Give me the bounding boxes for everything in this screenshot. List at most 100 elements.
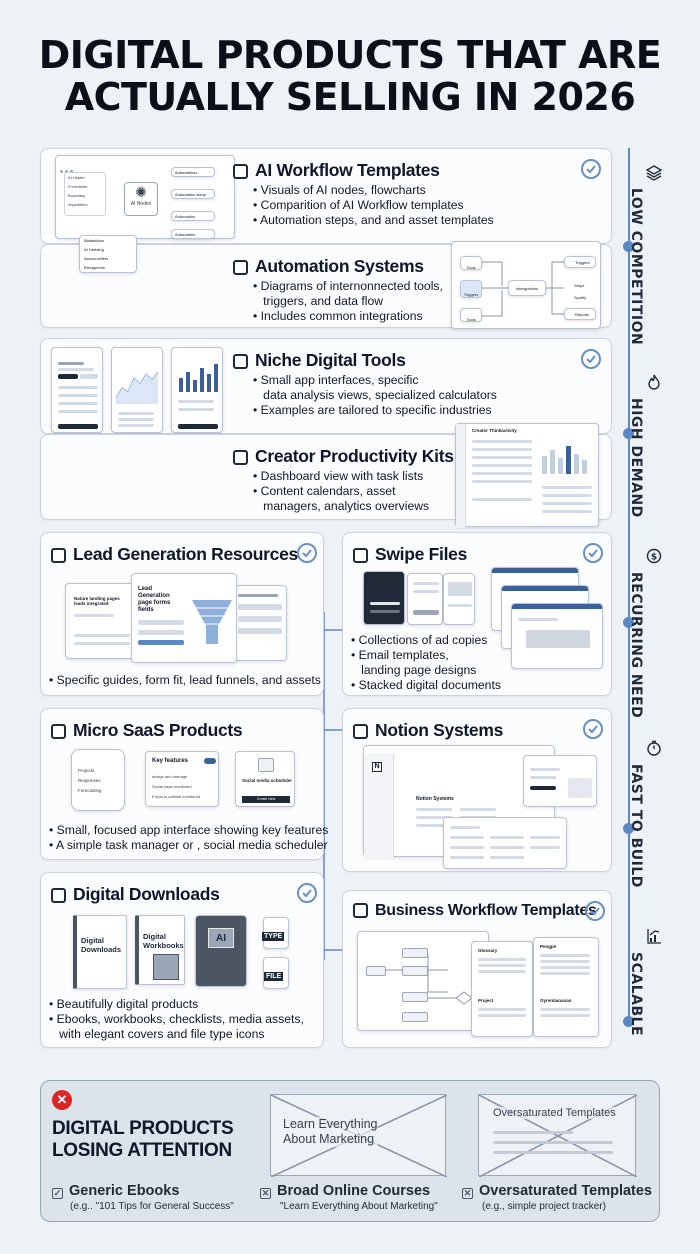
ebook-cover: Digital Downloads [73, 915, 127, 989]
ai-right-nodes: Automations Automation steup Automation … [169, 159, 215, 239]
losing-attention-title: DIGITAL PRODUCTS LOSING ATTENTION [52, 1118, 234, 1161]
card-title: Business Workflow Templates [353, 902, 597, 920]
type-file-icon: TYPE [262, 917, 289, 949]
card-ai-workflow-templates[interactable]: AI Hidder Formutider Boundary Impedittio… [40, 148, 612, 273]
checkbox[interactable] [233, 449, 248, 465]
card-title: Lead Generation Resources [51, 544, 298, 565]
glossary-panel-mockup: Glossary Project [471, 941, 533, 1037]
card-title: Micro SaaS Products [51, 720, 243, 741]
bullet-list: • Specific guides, form fit, lead funnel… [49, 673, 321, 687]
checkbox[interactable] [353, 903, 368, 919]
flame-icon [648, 374, 660, 390]
losing-item-sub: "Learn Everything About Marketing" [280, 1201, 438, 1212]
ai-left-list: AI Hidder Formutider Boundary Impedittio… [64, 172, 106, 216]
notion-table-mockup [443, 817, 567, 869]
calculator-mockup [171, 347, 223, 433]
phone-app-mockup [51, 347, 103, 433]
cross-square-icon: ✕ [260, 1188, 271, 1199]
checkbox[interactable] [233, 259, 248, 275]
bullet-list: • Dashboard view with task lists • Conte… [253, 469, 430, 513]
email-template-mockup [407, 573, 443, 625]
checkbox[interactable] [233, 163, 248, 179]
analysis-chart-mockup [111, 347, 163, 433]
timeline-rail [628, 148, 630, 1024]
layers-icon [646, 165, 662, 181]
card-title: AI Workflow Templates [233, 160, 440, 181]
scheduler-mockup: Social media scheduler Create New [235, 751, 295, 807]
ai-node: ✺ AI Nodes [124, 182, 158, 216]
automation-diagram-mockup: Tools Triggers Tools Intergrations Trigg… [451, 241, 601, 329]
checkbox[interactable] [353, 723, 368, 739]
check-circle-icon [297, 543, 317, 563]
svg-text:$: $ [651, 553, 657, 563]
checkbox[interactable] [51, 723, 66, 739]
growth-chart-icon [647, 929, 661, 944]
recurring-dollar-icon: $ [646, 548, 662, 564]
lead-form-mockup: Lead Generation page forms fields [131, 573, 237, 663]
check-circle-icon [583, 719, 603, 739]
bullet-list: • Diagrams of internonnected tools, trig… [253, 279, 443, 323]
card-title: Swipe Files [353, 544, 467, 565]
card-title: Automation Systems [233, 256, 424, 277]
rail-dot [623, 241, 634, 252]
landing-page-mockup: Nature landing pages leads integrated [65, 583, 139, 659]
card-lead-generation-resources[interactable]: Lead Generation Resources Nature landing… [40, 532, 324, 696]
card-business-workflow-templates[interactable]: Business Workflow Templates Glossary Pro… [342, 890, 612, 1048]
page-title: DIGITAL PRODUCTS THAT ARE ACTUALLY SELLI… [0, 34, 700, 118]
check-circle-icon [581, 349, 601, 369]
workbook-cover: Digital Workbooks [135, 915, 185, 985]
checkbox[interactable] [51, 547, 66, 563]
cross-square-icon: ✕ [462, 1188, 473, 1199]
rail-dot [623, 428, 634, 439]
losing-item-broad-courses: ✕Broad Online Courses [260, 1183, 431, 1199]
card-micro-saas-products[interactable]: Micro SaaS Products Projects Responses F… [40, 708, 328, 860]
card-creator-productivity-kits[interactable]: Creator Productivity Kits • Dashboard vi… [40, 423, 612, 528]
card-swipe-files[interactable]: Swipe Files • Collections of ad copies •… [342, 532, 612, 696]
checkbox[interactable] [233, 353, 248, 369]
phone-mockup: Projects Responses Forecasting [71, 749, 125, 811]
key-features-mockup: Key features design and manage Social ka… [145, 751, 219, 807]
card-title: Niche Digital Tools [233, 350, 406, 371]
card-title: Digital Downloads [51, 884, 220, 905]
notion-page-mockup [523, 755, 597, 807]
bullet-list: • Small, focused app interface showing k… [49, 823, 329, 852]
form-mockup [231, 585, 287, 661]
title-line-1: DIGITAL PRODUCTS THAT ARE [38, 33, 662, 77]
x-circle-icon: ✕ [52, 1090, 72, 1110]
title-line-2: ACTUALLY SELLING IN 2026 [64, 75, 636, 119]
file-icon: FILE [263, 957, 289, 989]
tasks-panel-mockup: Pengpe Oyrentiananan [533, 937, 599, 1037]
bullet-list: • Visuals of AI nodes, flowcharts • Comp… [253, 183, 494, 227]
connector-lines [323, 612, 344, 960]
losing-item-generic-ebooks: ✓Generic Ebooks [52, 1183, 180, 1199]
check-square-icon: ✓ [52, 1188, 63, 1199]
check-circle-icon [583, 543, 603, 563]
card-title: Notion Systems [353, 720, 503, 741]
ai-book-cover: AI [195, 915, 247, 987]
stacked-doc-3 [511, 603, 603, 669]
ai-sub-box: Blatantidon AI Hedding Assourcefiers Ele… [79, 235, 137, 273]
losing-item-sub: (e.g.. "101 Tips for General Success" [70, 1201, 234, 1212]
landing-template-mockup [443, 573, 475, 625]
card-niche-digital-tools[interactable]: Niche Digital Tools • Small app interfac… [40, 338, 612, 434]
check-circle-icon [585, 901, 605, 921]
check-circle-icon [581, 159, 601, 179]
checkbox[interactable] [353, 547, 368, 563]
bullet-list: • Beautifully digital products • Ebooks,… [49, 997, 304, 1041]
crossed-course-thumbnail: Learn Everything About Marketing [270, 1094, 447, 1177]
rail-dot [623, 1016, 634, 1027]
rail-dot [623, 823, 634, 834]
losing-item-sub: (e.g., simple project tracker) [482, 1201, 606, 1212]
stopwatch-icon [647, 740, 661, 756]
check-circle-icon [297, 883, 317, 903]
bullet-list: • Collections of ad copies • Email templ… [351, 633, 501, 692]
crossed-template-thumbnail: Oversaturated Templates [478, 1094, 637, 1177]
workflow-diagram-mockup [357, 931, 489, 1031]
checkbox[interactable] [51, 887, 66, 903]
bullet-list: • Small app interfaces, specific data an… [253, 373, 497, 417]
card-digital-downloads[interactable]: Digital Downloads Digital Downloads Digi… [40, 872, 324, 1048]
creator-dashboard-mockup: Creator Thinkactivity [455, 423, 599, 528]
card-notion-systems[interactable]: Notion Systems N Notion Systems [342, 708, 612, 872]
losing-item-oversaturated-templates: ✕Oversaturated Templates [462, 1183, 652, 1199]
ad-copy-mockup [363, 571, 405, 625]
